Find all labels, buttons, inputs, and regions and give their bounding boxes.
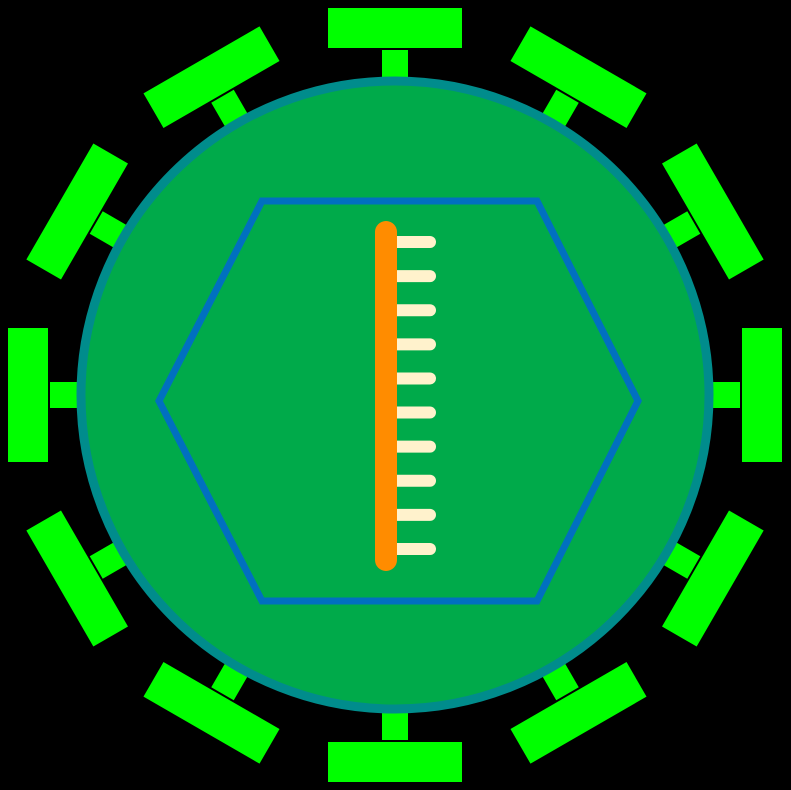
spike-head xyxy=(328,8,462,48)
spike-head xyxy=(8,328,48,462)
spike-head xyxy=(328,742,462,782)
spike-head xyxy=(742,328,782,462)
